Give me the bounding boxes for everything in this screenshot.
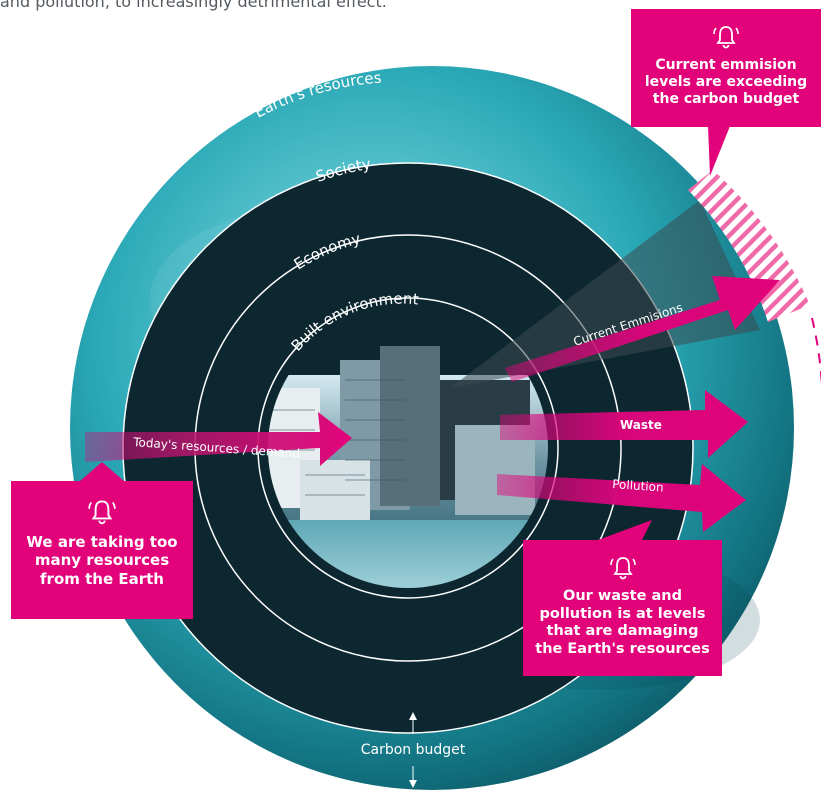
arrow-waste [500,390,748,458]
arrow-pollution [497,464,746,532]
city-photo [268,308,548,588]
carbon-budget-dashed-boundary [811,317,821,389]
bell-alert-icon [713,26,739,49]
callout-pointer-waste [598,520,652,540]
intro-text: and pollution, to increasingly detriment… [0,0,387,11]
callout-waste-pollution-warning: Our waste and pollution is at levels tha… [523,540,722,676]
carbon-budget-marker: Carbon budget [361,712,466,788]
callout-resources-text: We are taking too many resources from th… [26,533,178,588]
callout-waste-text: Our waste and pollution is at levels tha… [535,588,710,658]
callout-pointer-carbon [708,126,730,176]
callout-pointer-resources [80,462,124,481]
arrow-current-emissions [505,276,780,382]
label-waste: Waste [620,418,662,432]
bell-alert-icon [88,500,116,525]
callout-carbon-text: Current emmision levels are exceeding th… [644,57,808,108]
bell-alert-icon [609,557,636,580]
callout-carbon-budget-warning: Current emmision levels are exceeding th… [631,9,821,127]
arrow-resources-demand [85,412,352,466]
emission-beam [450,200,760,388]
label-carbon-budget: Carbon budget [361,742,466,758]
label-pollution: Pollution [612,477,664,495]
callout-resources-warning: We are taking too many resources from th… [11,481,193,619]
carbon-budget-exceedance [688,170,810,322]
